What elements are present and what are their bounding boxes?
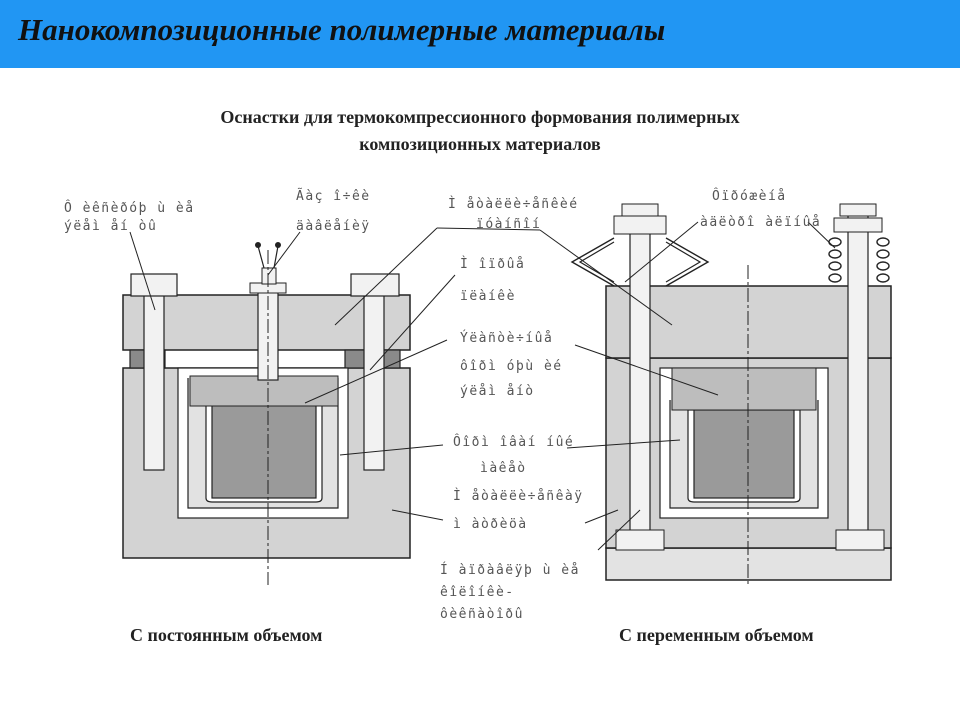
diagram-heading: Оснастки для термокомпрессионного формов… — [0, 104, 960, 158]
column-nut-top-right — [839, 203, 877, 217]
constant-volume-mold — [122, 242, 411, 585]
slide-title: Нанокомпозиционные полимерные материалы — [18, 12, 666, 47]
bolt-head-left — [130, 273, 178, 297]
gas-vent-wire-left — [255, 242, 261, 248]
column-base-left — [615, 529, 665, 551]
label-metal-die: Ì åòàëëè÷åñêàÿ ì àòðèöà — [453, 488, 593, 532]
leaf-spring — [570, 237, 710, 287]
column-base-right — [835, 529, 885, 551]
variable-volume-mold — [570, 203, 892, 585]
guide-column-right — [847, 209, 869, 541]
column-nut-top-left — [621, 203, 659, 217]
leader-lines — [129, 221, 836, 551]
title-bar: Нанокомпозиционные полимерные материалы — [0, 0, 960, 68]
gas-vent-nozzle — [261, 267, 277, 285]
guide-column-left — [629, 209, 651, 541]
punch-core-top — [189, 375, 339, 407]
caption-variable-volume: С переменным объемом — [619, 625, 814, 645]
column-nut-mid-right — [833, 217, 883, 233]
caption-constant-volume: С постоянным объемом — [130, 625, 323, 645]
label-support-plates: Ì îïðûå ïëàíêè — [460, 256, 535, 304]
label-metal-punch: Ì åòàëëè÷åñêèé ïóàíñîí — [448, 196, 588, 232]
fixing-bolt-left — [143, 289, 165, 471]
label-fixing-elements: Ô èêñèðóþ ù èå ýëåì åí òû — [64, 200, 204, 234]
gas-vent-wire-right — [275, 242, 281, 248]
diagram-heading-line-1: Оснастки для термокомпрессионного формов… — [220, 107, 740, 127]
column-nut-mid-left — [613, 215, 667, 235]
coil-spring — [828, 237, 890, 283]
label-gas-vents: Ãàç î÷êè äàâëåíèÿ — [296, 188, 380, 234]
diagram-heading-line-2: композиционных материалов — [359, 134, 601, 154]
punch-core-right — [693, 409, 795, 499]
label-springs: Ôïðóæèíå àäëòðî àëïíûå — [700, 188, 821, 230]
punch-core-top-right — [671, 367, 817, 411]
label-elastic-forming-element: Ýëàñòè÷íûå ôîðì óþù èé ýëåì åíò — [460, 330, 572, 399]
bolt-head-right — [350, 273, 400, 297]
fixing-bolt-right — [363, 289, 385, 471]
label-formed-mockup: Ôîðì îâàí íûé ìàêåò — [453, 434, 584, 476]
label-guide-columns: Í àïðàâëÿþ ù èå êîëîíêè- ôèêñàòîðû — [440, 562, 589, 622]
